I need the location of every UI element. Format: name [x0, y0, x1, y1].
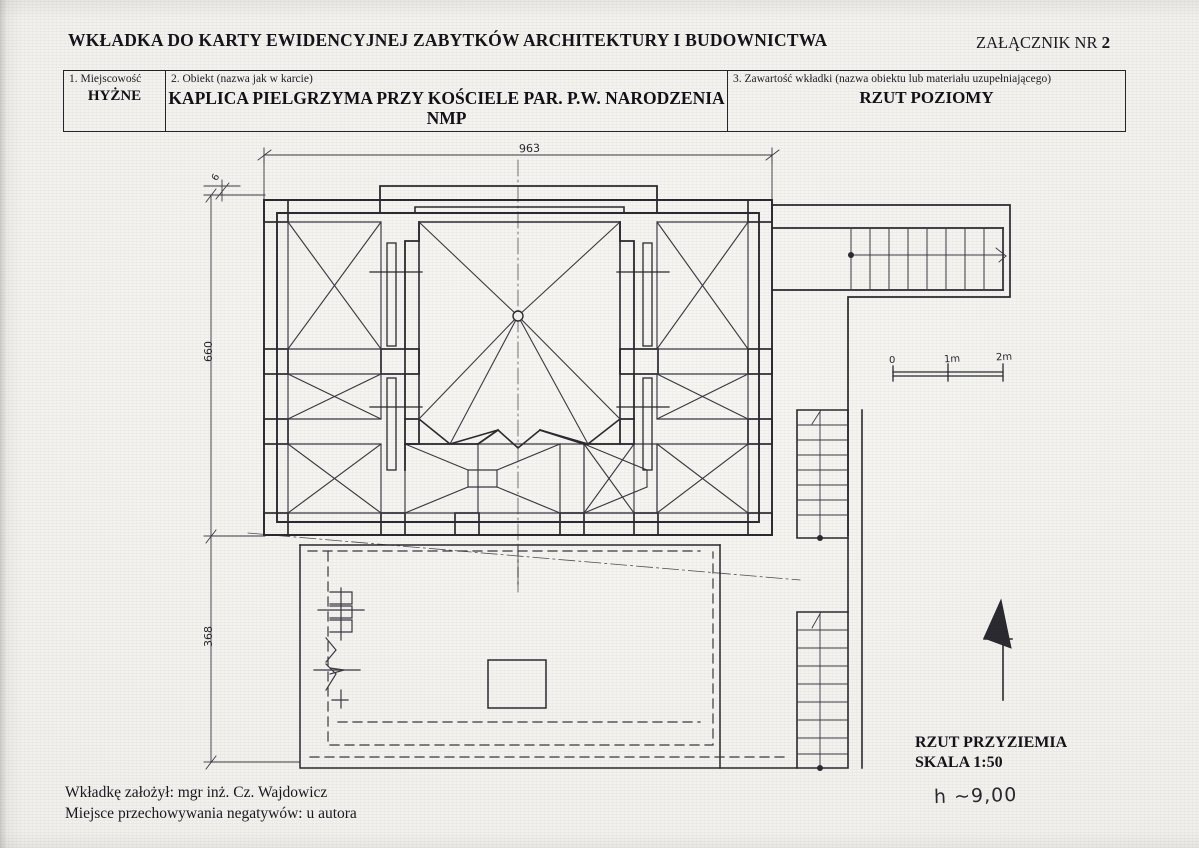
stair-start-dot-mid	[817, 535, 823, 541]
stair-flight-mid-outline	[796, 409, 849, 539]
bay-lower-centre-right2	[583, 443, 658, 514]
locality-caption: 1. Miejscowość	[69, 73, 142, 85]
table-cell-content: 3. Zawartość wkładki (nazwa obiektu lub …	[727, 71, 1125, 131]
central-nave-walls	[404, 221, 635, 471]
lower-terrace-dashed	[307, 550, 791, 758]
bay-brace-lower-right	[656, 443, 749, 514]
bay-brace-midright	[656, 373, 749, 420]
sanctuary-walls	[404, 418, 635, 446]
object-value-line1: KAPLICA PIELGRZYMA PRZY KOŚCIELE PAR. P.…	[168, 88, 725, 108]
object-value: KAPLICA PIELGRZYMA PRZY KOŚCIELE PAR. P.…	[166, 88, 727, 128]
table-cell-object: 2. Obiekt (nazwa jak w karcie) KAPLICA P…	[165, 71, 727, 131]
footer-notes: Wkładkę założył: mgr inż. Cz. Wajdowicz …	[65, 782, 357, 824]
legend-scale: SKALA 1:50	[915, 754, 1003, 771]
top-wall-projection	[379, 185, 658, 214]
stair-start-dot-low	[817, 765, 823, 771]
footer-author: Wkładkę założył: mgr inż. Cz. Wajdowicz	[65, 784, 328, 801]
vault-outline	[414, 206, 625, 450]
opening-left	[369, 242, 423, 471]
scale-bar-icon	[892, 363, 1004, 382]
vault-ribs	[418, 221, 621, 445]
drawing-legend: RZUT PRZYZIEMIA SKALA 1:50	[915, 733, 1067, 773]
dimension-label-upper-height: 660	[202, 341, 215, 362]
bay-lower-centre-mid	[477, 443, 585, 514]
scale-bar-label-mid: 1m	[943, 353, 961, 366]
stair-start-dot-top	[848, 252, 854, 258]
annex-label: ZAŁĄCZNIK NR 2	[976, 33, 1110, 53]
dimension-label-overall-width: 963	[518, 141, 541, 156]
object-caption: 2. Obiekt (nazwa jak w karcie)	[171, 73, 313, 85]
content-value: RZUT POZIOMY	[859, 88, 994, 107]
lower-terrace-outline	[299, 544, 798, 769]
stair-treads-top	[850, 227, 985, 291]
bay-brace-upper-left	[287, 221, 382, 350]
stair-treads-low	[796, 629, 849, 755]
stair-direction-top	[850, 247, 1007, 263]
vault-keystone-icon	[512, 310, 524, 322]
stair-direction-mid	[811, 409, 822, 539]
opening-right	[616, 242, 670, 471]
stair-treads-mid	[796, 424, 849, 516]
center-lines	[247, 159, 801, 597]
legend-drawing-title: RZUT PRZYZIEMIA	[915, 734, 1068, 751]
bay-brace-lower-left	[287, 443, 382, 514]
annex-label-text: ZAŁĄCZNIK NR	[976, 33, 1098, 52]
locality-value: HYŻNE	[87, 88, 142, 104]
table-cell-locality: 1. Miejscowość HYŻNE	[64, 71, 165, 131]
scale-bar-label-end: 2m	[995, 351, 1013, 364]
stair-direction-low	[811, 611, 822, 769]
legend-height-note: h ~9,00	[933, 783, 1018, 809]
dimension-label-lower-height: 368	[202, 626, 215, 647]
bay-lower-centre-left	[404, 443, 561, 514]
scale-bar-label-start: 0	[889, 355, 896, 366]
dimension-lines	[203, 147, 780, 770]
footer-negatives: Miejsce przechowywania negatywów: u auto…	[65, 805, 357, 822]
content-caption: 3. Zawartość wkładki (nazwa obiektu lub …	[733, 73, 1052, 85]
bay-brace-upper-right	[656, 221, 749, 350]
terrace-inner-square	[487, 659, 547, 709]
info-table: 1. Miejscowość HYŻNE 2. Obiekt (nazwa ja…	[63, 70, 1126, 132]
terrace-stair-detail	[313, 587, 365, 709]
page-title: WKŁADKA DO KARTY EWIDENCYJNEJ ZABYTKÓW A…	[68, 30, 828, 50]
object-value-line2: NMP	[426, 108, 467, 128]
north-arrow-icon	[983, 598, 1013, 701]
bay-brace-midleft	[287, 373, 382, 420]
stair-flight-low-outline	[796, 409, 863, 769]
annex-number: 2	[1101, 33, 1111, 52]
